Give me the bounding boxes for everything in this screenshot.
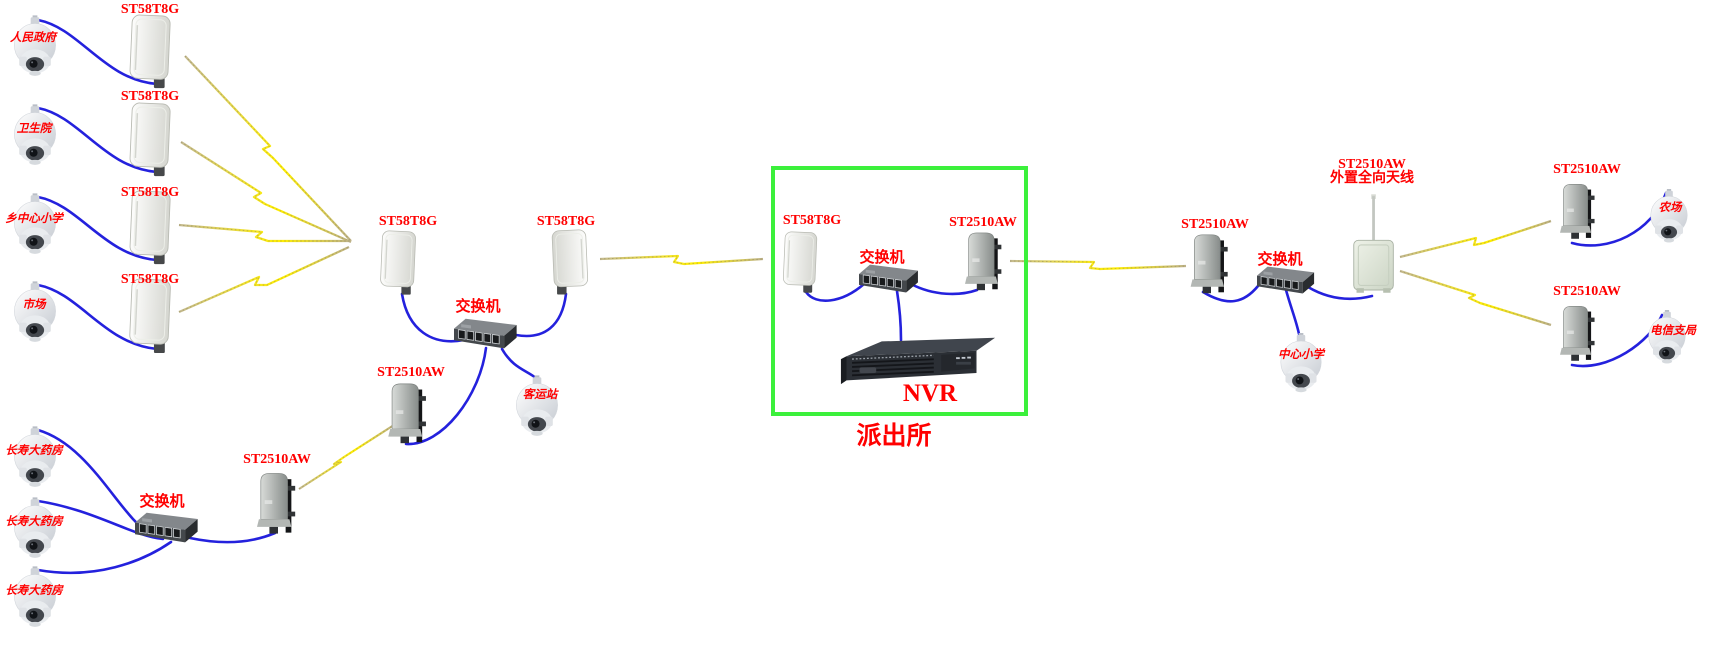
camera-site-label: 中心小学	[1278, 349, 1324, 361]
wireless-link-bolt	[1399, 269, 1552, 327]
ethernet-cable	[188, 531, 277, 544]
nvr-label: NVR	[902, 380, 958, 407]
wireless-link-bolt	[1399, 219, 1552, 259]
radio-bridge-icon	[257, 472, 296, 535]
bridge-label: ST58T8G	[120, 89, 180, 104]
switch-label: 交换机	[1257, 252, 1303, 268]
wireless-link-bolt	[1009, 259, 1187, 271]
bridge-label: ST58T8G	[120, 185, 180, 200]
bridge-label: ST2510AW	[243, 452, 311, 467]
camera-site-label: 农场	[1658, 202, 1682, 214]
camera-site-label: 客运站	[522, 389, 558, 401]
panel-bridge-icon	[128, 14, 172, 89]
ethernet-cable	[36, 106, 159, 174]
camera-site-label: 人民政府	[10, 32, 56, 44]
ptz-camera-icon	[13, 281, 57, 343]
wireless-link-bolt	[298, 424, 395, 490]
ethernet-cable	[500, 347, 538, 380]
ethernet-cable	[400, 292, 466, 343]
panel-bridge-icon	[128, 102, 172, 177]
camera-site-label: 卫生院	[16, 123, 52, 135]
bridge-label: ST2510AW	[1181, 217, 1249, 232]
wireless-link-bolt	[599, 254, 764, 266]
ethernet-cable	[1306, 285, 1374, 301]
ptz-camera-icon	[515, 375, 559, 437]
ethernet-switch-icon	[1256, 266, 1315, 294]
bridge-label: ST2510AW	[1553, 162, 1621, 177]
ethernet-cable	[1201, 284, 1260, 303]
wireless-links	[178, 55, 1552, 490]
wireless-link-bolt	[178, 245, 350, 314]
camera-site-label: 长寿大药房	[5, 445, 63, 457]
panel-bridge-icon	[379, 230, 417, 296]
ethernet-cable	[36, 499, 165, 541]
ethernet-cable	[804, 282, 866, 302]
wireless-link-bolt	[184, 55, 352, 242]
ethernet-cable	[36, 540, 173, 575]
camera-site-label: 市场	[22, 299, 46, 311]
bridge-label: ST58T8G	[120, 2, 180, 17]
ethernet-cable	[514, 292, 568, 338]
bridge-label: ST58T8G	[536, 214, 596, 229]
camera-site-label: 长寿大药房	[5, 585, 63, 597]
ethernet-cable	[404, 346, 488, 446]
switch-label: 交换机	[139, 494, 185, 510]
radio-bridge-icon	[1560, 183, 1596, 240]
police-station-label: 派出所	[856, 423, 932, 450]
radio-bridge-icon	[388, 383, 427, 444]
ethernet-cable	[36, 18, 159, 86]
ethernet-cables	[36, 18, 1668, 575]
bridge-label: ST58T8G	[120, 272, 180, 287]
ptz-camera-icon	[1650, 189, 1688, 243]
panel-bridge-icon	[128, 278, 172, 354]
ethernet-cable	[36, 283, 159, 351]
ethernet-cable	[895, 289, 903, 342]
bridge-label: ST2510AW	[949, 215, 1017, 230]
switch-label: 交换机	[859, 250, 905, 266]
omni-model-label: ST2510AW	[1338, 157, 1406, 172]
omni-antenna-icon	[1353, 193, 1394, 294]
police-station-box	[771, 166, 1028, 416]
camera-site-label: 乡中心小学	[5, 213, 63, 225]
bridge-label: ST58T8G	[378, 214, 438, 229]
ethernet-switch-icon	[134, 512, 199, 543]
camera-site-label: 电信支局	[1650, 325, 1696, 337]
bridge-label: ST2510AW	[1553, 284, 1621, 299]
switch-label: 交换机	[455, 299, 501, 315]
ethernet-cable	[36, 195, 159, 262]
wireless-link-bolt	[178, 223, 351, 243]
ethernet-cable	[909, 282, 979, 296]
ptz-camera-icon	[1280, 333, 1322, 393]
bridge-label: ST58T8G	[782, 213, 842, 228]
ethernet-switch-icon	[453, 318, 518, 349]
panel-bridge-icon	[551, 229, 589, 296]
omni-name-label: 外置全向天线	[1330, 171, 1414, 186]
radio-bridge-icon	[1190, 234, 1229, 294]
panel-bridge-icon	[128, 190, 172, 265]
wireless-link-bolt	[180, 141, 352, 244]
ethernet-cable	[1284, 288, 1301, 336]
bridge-label: ST2510AW	[377, 365, 445, 380]
radio-bridge-icon	[1560, 305, 1596, 362]
camera-site-label: 长寿大药房	[5, 516, 63, 528]
